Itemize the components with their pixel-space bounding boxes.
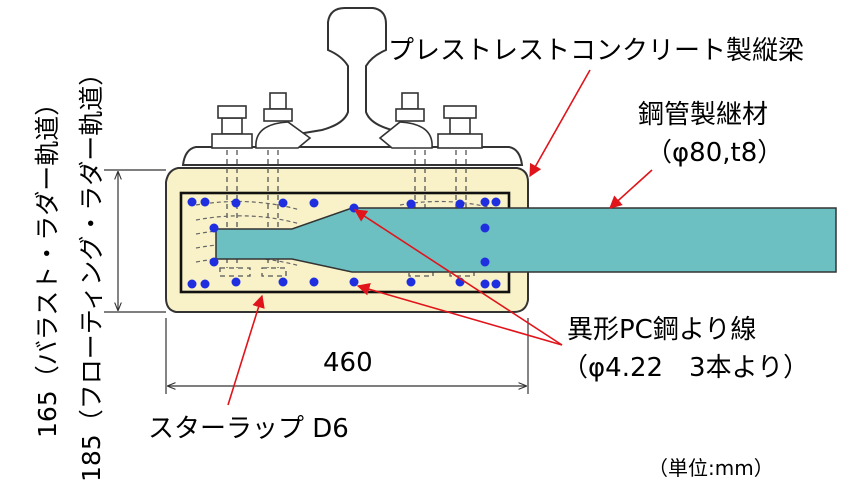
- height-label-floating: 185（フローティング・ラダー軌道）: [77, 60, 106, 482]
- unit-label: （単位:mm）: [648, 456, 774, 480]
- steel-pipe-label: 鋼管製継材: [638, 100, 769, 130]
- strand-dot: [480, 257, 490, 267]
- strand-dot: [200, 279, 210, 289]
- tie-plate: [181, 146, 524, 166]
- dimension-width-label: 460: [323, 348, 373, 378]
- strand-dot: [480, 197, 490, 207]
- strand-dot: [491, 279, 501, 289]
- height-label-ballast: 165（バラスト・ラダー軌道）: [33, 90, 62, 438]
- strand-dot: [231, 198, 241, 208]
- strand-dot: [187, 197, 197, 207]
- strand-dot: [309, 198, 319, 208]
- strand-dot: [187, 279, 197, 289]
- strand-dot: [278, 277, 288, 287]
- strand-dot: [209, 257, 219, 267]
- fastener-left: [211, 92, 312, 149]
- strand-dot: [278, 198, 288, 208]
- stirrup-leader: [227, 294, 265, 406]
- girder-leader: [529, 69, 591, 178]
- strand-dot: [349, 277, 359, 287]
- rail: [297, 7, 419, 151]
- strand-dot: [406, 277, 416, 287]
- leader-arrows: [227, 69, 653, 406]
- strand-dot: [491, 197, 501, 207]
- strand-dot: [455, 199, 465, 209]
- fastener-right: [378, 92, 483, 149]
- strand-dot: [480, 279, 490, 289]
- pipe-leader: [609, 169, 653, 209]
- dimension-lines: [104, 169, 529, 394]
- girder-label: プレストレストコンクリート製縦梁: [388, 36, 805, 66]
- steel-pipe: [215, 207, 837, 273]
- strand-spec-label: （φ4.22 3本より）: [562, 353, 810, 383]
- strand-dot: [406, 199, 416, 209]
- strand-leader-top: [353, 209, 563, 346]
- strand-dot: [309, 277, 319, 287]
- stirrup-label: スターラップ D6: [148, 414, 349, 444]
- strand-dot: [480, 223, 490, 233]
- strand-leader-bottom: [356, 283, 563, 346]
- strand-dot: [209, 223, 219, 233]
- strand-dot: [200, 197, 210, 207]
- strand-dot: [231, 277, 241, 287]
- strand-label: 異形PC鋼より線: [567, 315, 757, 345]
- steel-pipe-spec-label: （φ80,t8）: [646, 138, 784, 168]
